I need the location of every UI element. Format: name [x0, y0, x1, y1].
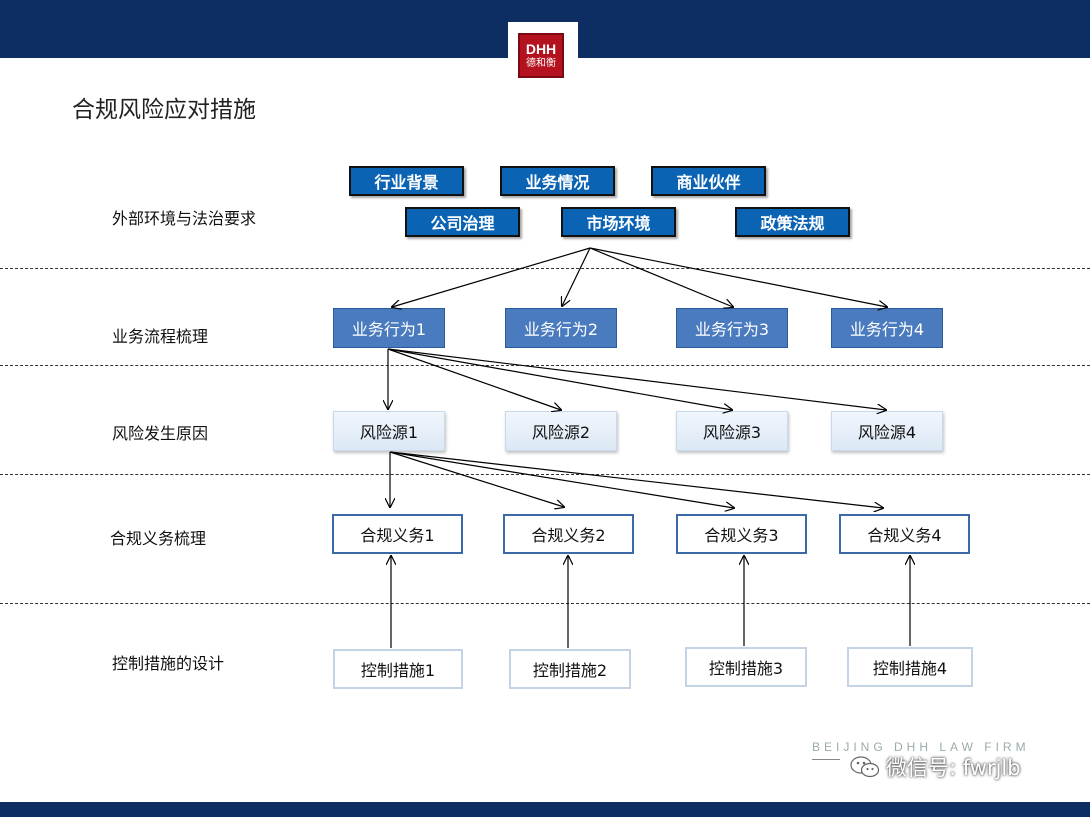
factor-box-3: 商业伙伴: [651, 166, 766, 196]
factor-box-2: 业务情况: [500, 166, 615, 196]
arrow-behavior-to-risk-4: [387, 348, 886, 410]
arrow-behavior-to-risk-3: [387, 348, 732, 410]
row-label-obligation: 合规义务梳理: [110, 529, 207, 548]
logo-text-bottom: 德和衡: [526, 57, 556, 69]
obligation-box-4: 合规义务4: [839, 514, 970, 554]
firm-name: BEIJING DHH LAW FIRM: [812, 740, 1030, 754]
page-title: 合规风险应对措施: [72, 97, 256, 123]
row-label-control: 控制措施的设计: [112, 654, 225, 673]
obligation-box-3: 合规义务3: [676, 514, 807, 554]
bottom-banner: [0, 802, 1090, 817]
arrow-env-to-behavior-1: [392, 247, 591, 307]
control-box-1: 控制措施1: [333, 649, 463, 689]
control-box-4: 控制措施4: [847, 647, 973, 687]
behavior-box-2: 业务行为2: [505, 308, 617, 348]
risk-box-1: 风险源1: [333, 411, 445, 451]
logo-text-top: DHH: [525, 40, 557, 57]
dhh-logo: DHH 德和衡: [518, 33, 564, 78]
arrow-risk-to-obligation-4: [389, 451, 883, 508]
control-box-3: 控制措施3: [685, 647, 807, 687]
arrow-risk-to-obligation-2: [389, 451, 564, 507]
wechat-icon: [850, 755, 880, 779]
obligation-box-2: 合规义务2: [503, 514, 634, 554]
separator-2: [0, 365, 1090, 366]
arrow-risk-to-obligation-3: [389, 451, 734, 508]
separator-4: [0, 603, 1090, 604]
behavior-box-3: 业务行为3: [676, 308, 788, 348]
row-label-external: 外部环境与法治要求: [112, 209, 257, 228]
arrow-env-to-behavior-2: [562, 247, 591, 306]
behavior-box-4: 业务行为4: [831, 308, 943, 348]
risk-box-2: 风险源2: [505, 411, 617, 451]
factor-box-5: 市场环境: [561, 207, 676, 237]
separator-3: [0, 474, 1090, 475]
row-label-cause: 风险发生原因: [112, 424, 209, 443]
factor-box-1: 行业背景: [349, 166, 464, 196]
arrow-behavior-to-risk-2: [387, 348, 561, 410]
behavior-box-1: 业务行为1: [333, 308, 445, 348]
factor-box-6: 政策法规: [735, 207, 850, 237]
obligation-box-1: 合规义务1: [332, 514, 463, 554]
arrow-env-to-behavior-3: [589, 247, 733, 307]
risk-box-3: 风险源3: [676, 411, 788, 451]
firm-underline: [812, 759, 840, 760]
risk-box-4: 风险源4: [831, 411, 943, 451]
separator-1: [0, 268, 1090, 269]
arrow-env-to-behavior-4: [589, 247, 887, 307]
factor-box-4: 公司治理: [405, 207, 520, 237]
wechat-id: 微信号: fwrjlb: [886, 756, 1021, 780]
control-box-2: 控制措施2: [509, 649, 631, 689]
wechat-watermark: 微信号: fwrjlb: [850, 752, 1021, 782]
row-label-process: 业务流程梳理: [112, 327, 209, 346]
